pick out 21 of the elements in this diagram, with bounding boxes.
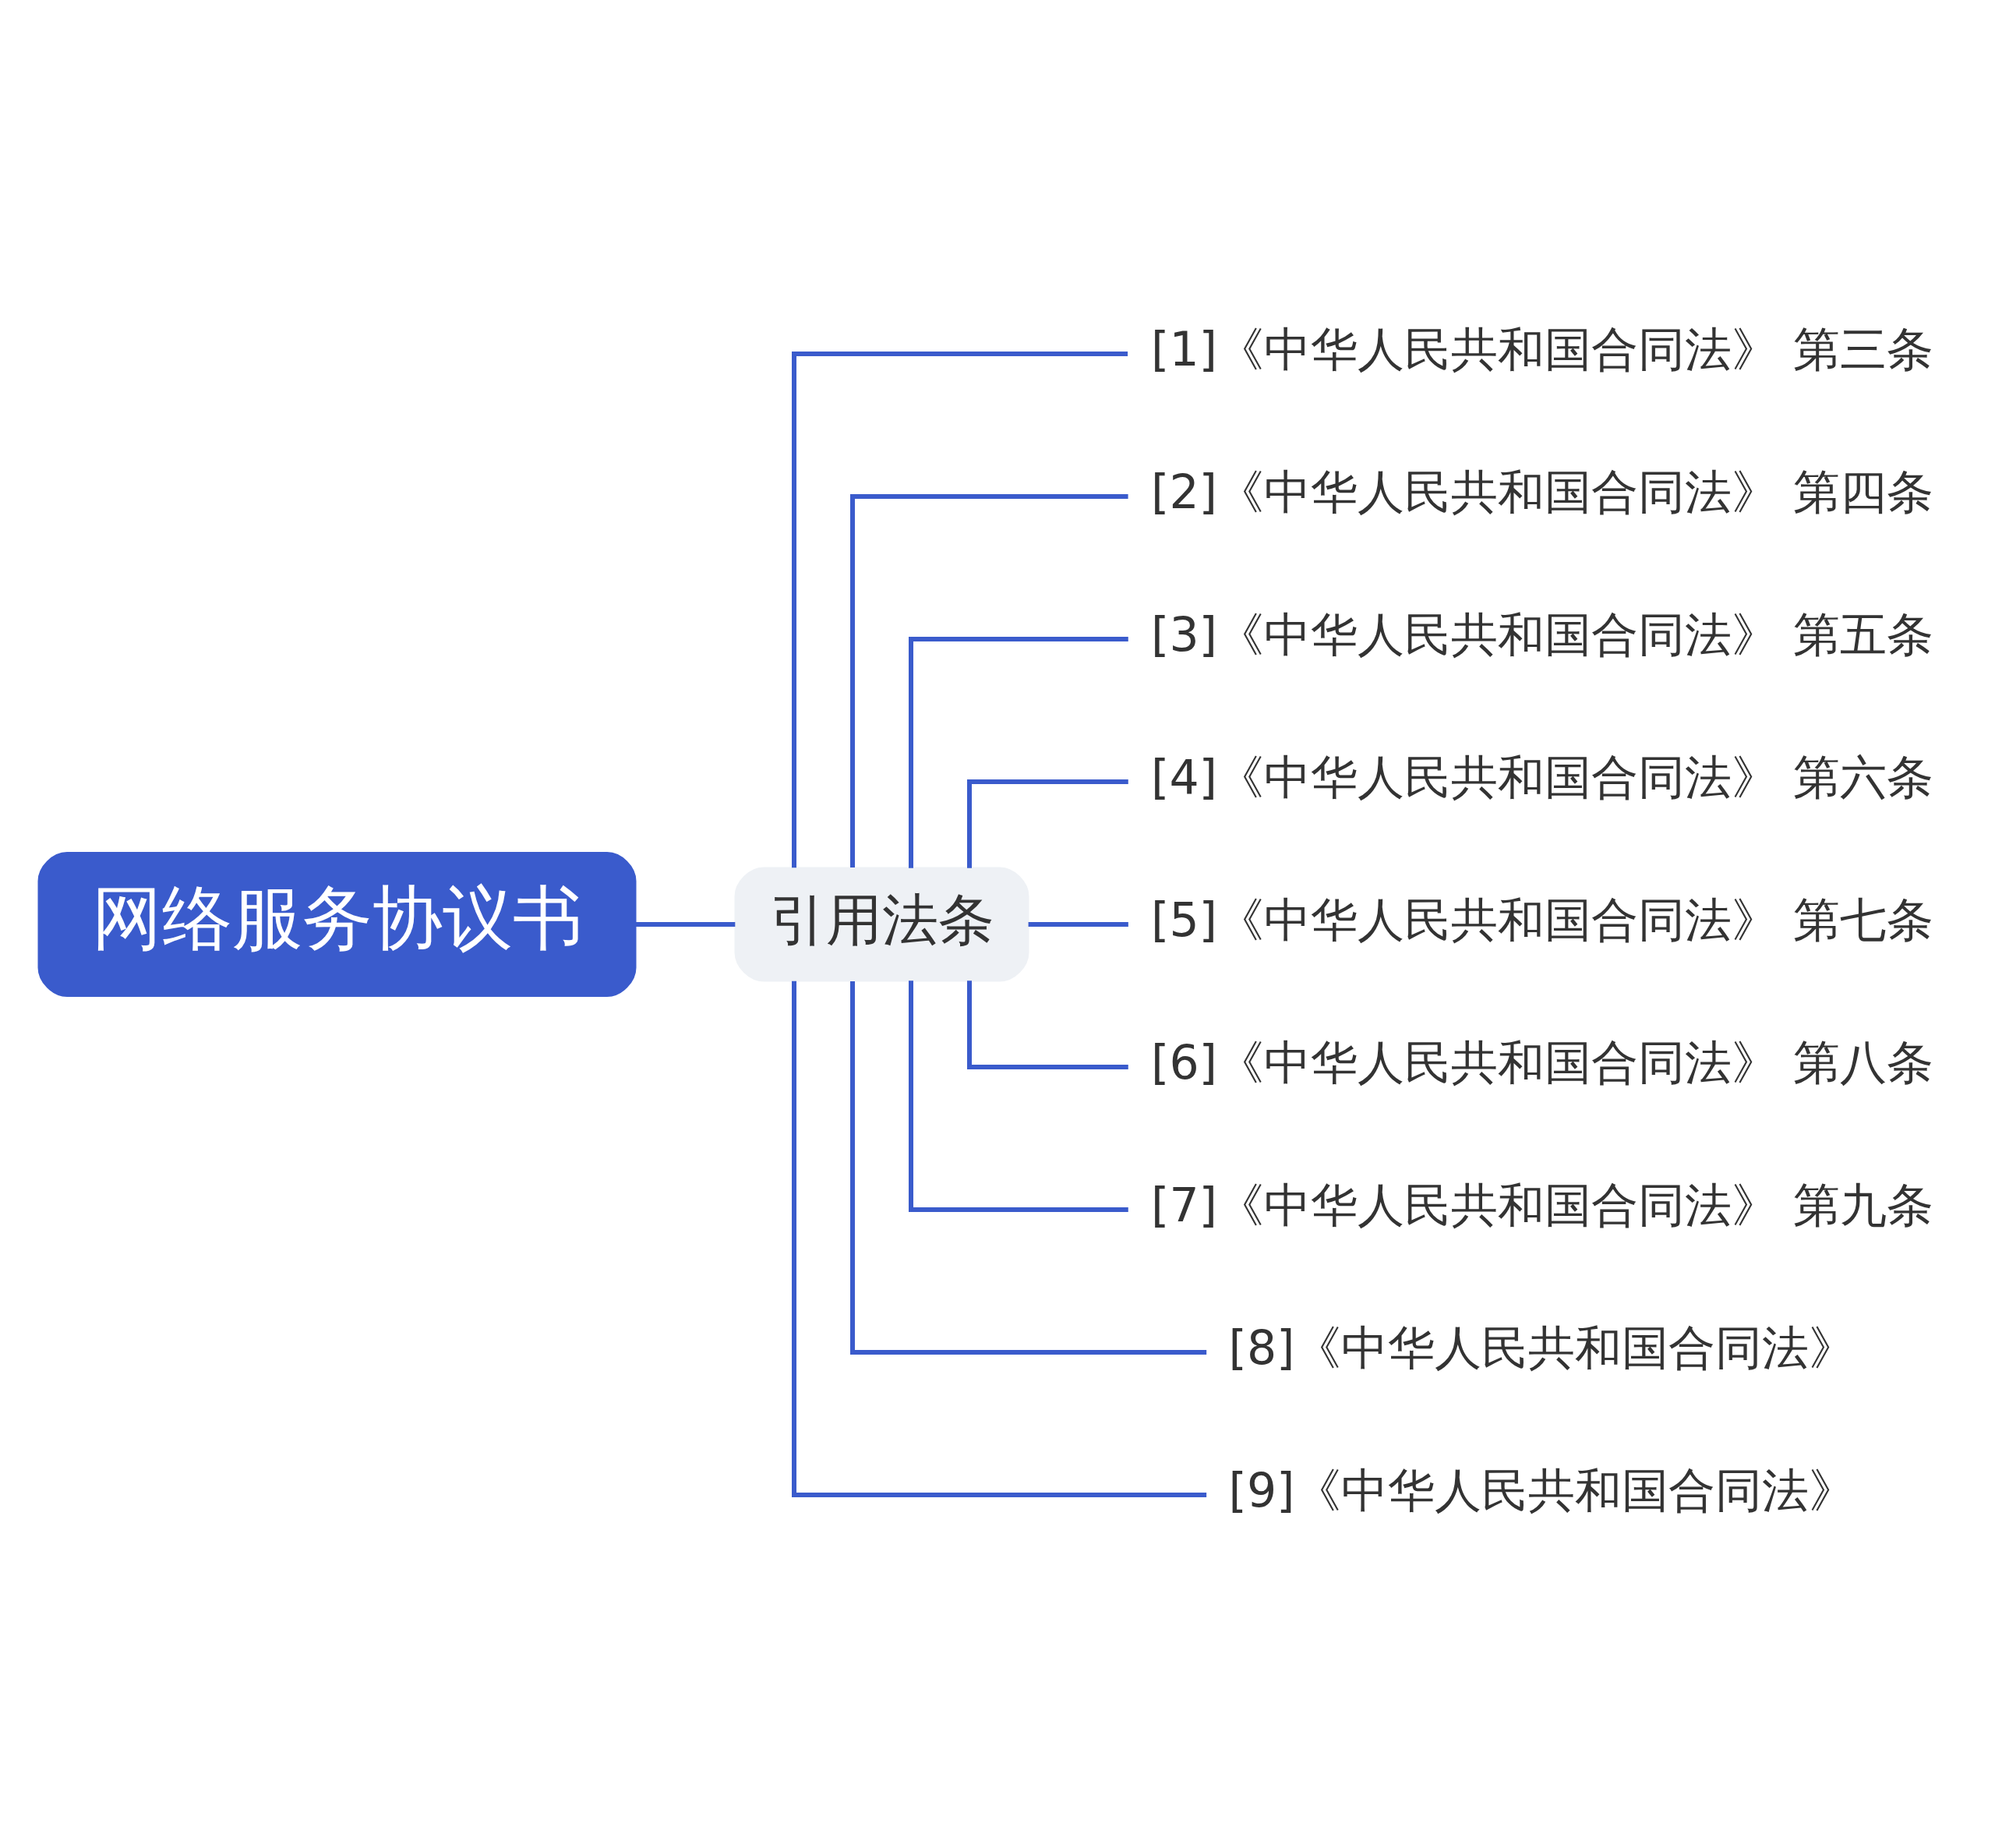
connector [635, 921, 736, 927]
connector [1028, 921, 1128, 927]
node-box: 网络服务协议书 [37, 851, 637, 997]
node-text: [9]《中华人民共和国合同法》 [1228, 1462, 1856, 1518]
node-text: [4]《中华人民共和国合同法》 第六条 [1150, 749, 1934, 804]
node-text: [3]《中华人民共和国合同法》 第五条 [1150, 606, 1934, 662]
node-text: [2]《中华人民共和国合同法》 第四条 [1150, 464, 1934, 519]
connector [850, 981, 1207, 1355]
connector [909, 636, 1128, 868]
node-text: [8]《中华人民共和国合同法》 [1228, 1320, 1856, 1375]
connector [909, 980, 1128, 1212]
node-text: [1]《中华人民共和国合同法》 第三条 [1150, 321, 1934, 376]
node-text: [7]《中华人民共和国合同法》 第九条 [1150, 1177, 1934, 1232]
node-text: [6]《中华人民共和国合同法》 第八条 [1150, 1034, 1934, 1090]
connector [967, 980, 1128, 1069]
connector [792, 351, 1128, 867]
connector [792, 981, 1207, 1497]
connector [850, 493, 1128, 867]
node-box: 引用法条 [734, 867, 1029, 981]
node-text: [5]《中华人民共和国合同法》 第七条 [1150, 892, 1934, 947]
connector [967, 779, 1128, 868]
